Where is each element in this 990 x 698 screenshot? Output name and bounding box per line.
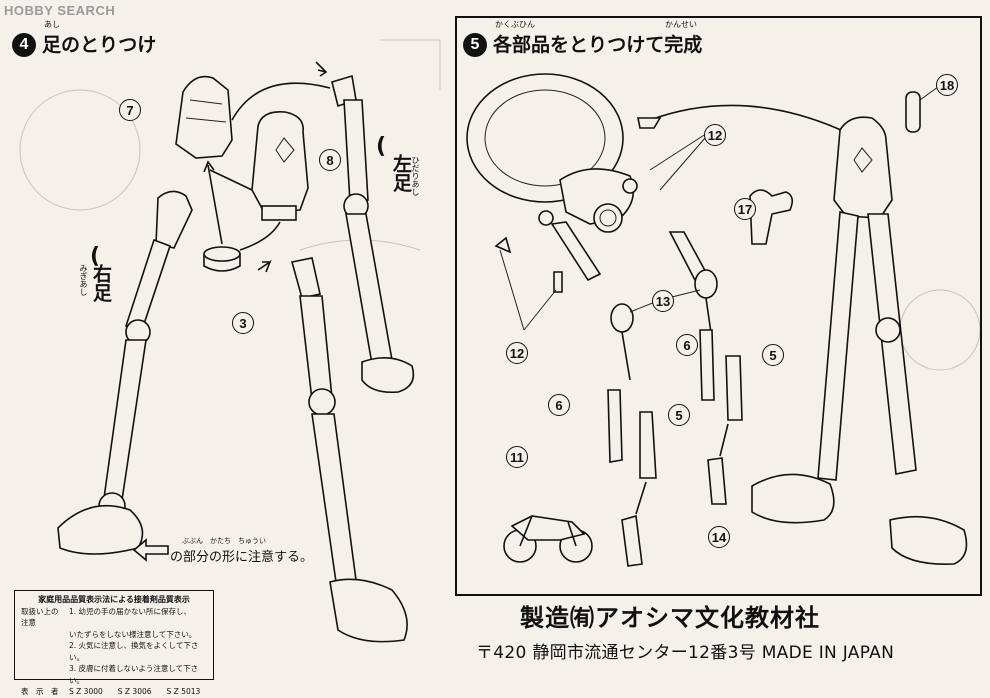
step4-title-ruby: あし	[44, 20, 60, 29]
right-foot-paren: (	[90, 244, 101, 269]
step5-drawing	[466, 73, 968, 567]
step5-number: 5	[463, 33, 487, 57]
step4-title-text: 足のとりつけ	[42, 34, 157, 56]
callout-7: 7	[119, 99, 141, 121]
callout-8: 8	[319, 149, 341, 171]
watermark: HOBBY SEARCH	[4, 3, 116, 18]
step5-panel: 5 かくぶひん かんせい 各部品をとりつけて完成	[455, 16, 982, 596]
quality-label-issuer: 表 示 者	[21, 687, 59, 696]
quality-label-handling: 取扱い上の注意	[21, 606, 59, 628]
callout-18: 18	[936, 74, 958, 96]
left-foot-paren: (	[376, 134, 387, 159]
callout-14: 14	[708, 526, 730, 548]
callout-11: 11	[506, 446, 528, 468]
step4-drawing	[57, 61, 415, 643]
step5-title-text: 各部品をとりつけて完成	[493, 34, 703, 56]
step5-title-ruby-2: かんせい	[665, 20, 697, 29]
callout-5-right: 5	[762, 344, 784, 366]
callout-17: 17	[734, 198, 756, 220]
step4-title: あし 足のとりつけ	[42, 20, 157, 57]
step5-title: かくぶひん かんせい 各部品をとりつけて完成	[493, 20, 703, 57]
right-foot-label: 右足	[90, 264, 112, 302]
instruction-sheet: HOBBY SEARCH	[4, 3, 982, 696]
step5-header: 5 かくぶひん かんせい 各部品をとりつけて完成	[463, 20, 703, 57]
assembly-illustration	[19, 39, 981, 643]
right-foot-ruby: みぎあし	[79, 264, 88, 296]
manufacturer-name: 製造㈲アオシマ文化教材社	[520, 604, 820, 632]
callout-6-left: 6	[548, 394, 570, 416]
left-foot-ruby: ひだりあし	[411, 156, 420, 196]
shape-note-ruby: ぶぶん かたち ちゅうい	[182, 537, 266, 545]
quality-text-4: S Z 3000 S Z 3006 S Z 5013	[69, 687, 201, 696]
step4-number: 4	[12, 33, 36, 57]
callout-13: 13	[652, 290, 674, 312]
step5-title-ruby-1: かくぶひん	[495, 20, 535, 29]
callout-6-right: 6	[676, 334, 698, 356]
shape-note: ぶぶん かたち ちゅうい の部分の形に注意する。	[170, 537, 314, 565]
manufacturer-address: 〒420 静岡市流通センター12番3号 MADE IN JAPAN	[476, 643, 895, 663]
callout-3: 3	[232, 312, 254, 334]
step4-panel: 4 あし 足のとりつけ 7 8 3 ( 左足 ひだりあし ( 右足 みぎあし ぶ…	[6, 16, 446, 696]
quality-title: 家庭用品品質表示法による接着剤品質表示	[38, 595, 190, 604]
quality-text-1: 1. 幼児の手の届かない所に保存し、	[69, 606, 192, 616]
callout-12-top: 12	[704, 124, 726, 146]
shape-note-text: の部分の形に注意する。	[170, 550, 314, 565]
left-foot-label: 左足	[390, 154, 412, 192]
adhesive-quality-label: 家庭用品品質表示法による接着剤品質表示 取扱い上の注意 1. 幼児の手の届かない…	[14, 590, 214, 696]
quality-text-2: 2. 火気に注意し、換気をよくして下さい。	[69, 641, 199, 662]
quality-text-1b: いたずらをしない様注意して下さい。	[69, 629, 197, 639]
quality-text-3: 3. 皮膚に付着しないよう注意して下さい。	[69, 664, 199, 685]
callout-5-left: 5	[668, 404, 690, 426]
callout-12-left: 12	[506, 342, 528, 364]
step4-header: 4 あし 足のとりつけ	[12, 20, 157, 57]
